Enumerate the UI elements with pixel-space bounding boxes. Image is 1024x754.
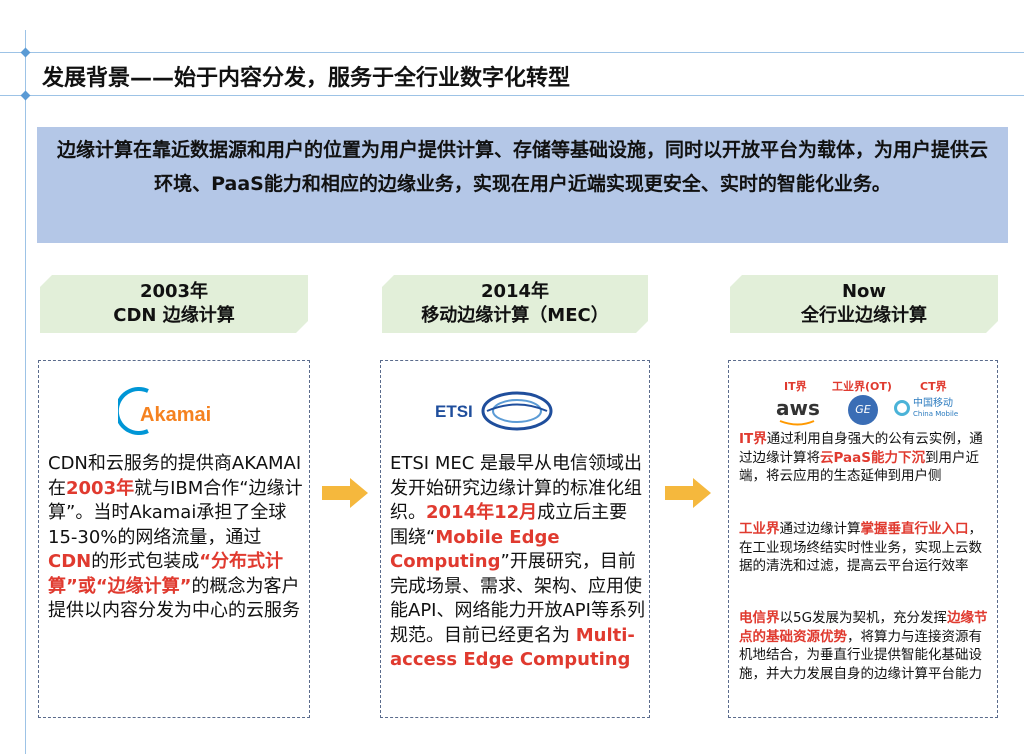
stage-name: 全行业边缘计算 — [801, 305, 927, 326]
label-it: IT界 — [784, 380, 807, 393]
page-title: 发展背景——始于内容分发，服务于全行业数字化转型 — [42, 66, 571, 91]
stage-header-now: Now 全行业边缘计算 — [730, 275, 998, 333]
arrow-right-icon — [665, 478, 711, 508]
content-box-mec — [380, 360, 650, 718]
aws-logo: aws — [776, 396, 820, 420]
label-ot: 工业界(OT) — [832, 380, 892, 393]
guide-bottom-line — [0, 95, 1024, 96]
svg-text:Akamai: Akamai — [140, 404, 211, 426]
stage-header-2003: 2003年 CDN 边缘计算 — [40, 275, 308, 333]
stage-header-2014: 2014年移动边缘计算（MEC） — [382, 275, 648, 333]
ot-description: 工业界通过边缘计算掌握垂直行业入口，在工业现场终结实时性业务，实现上云数据的清洗… — [739, 521, 982, 574]
content-box-now — [728, 360, 998, 718]
svg-text:ETSI: ETSI — [435, 402, 473, 421]
cdn-description: CDN和云服务的提供商AKAMAI在2003年就与IBM合作“边缘计算”。当时A… — [48, 453, 303, 621]
guide-dot — [20, 90, 31, 101]
arrow-right-icon — [322, 478, 368, 508]
aws-smile-icon — [779, 420, 815, 426]
etsi-logo: ETSI — [435, 390, 555, 432]
guide-dot — [20, 47, 31, 58]
china-mobile-icon — [894, 400, 910, 416]
ct-description: 电信界以5G发展为契机，充分发挥边缘节点的基础资源优势，将算力与连接资源有机地结… — [739, 610, 988, 682]
stage-name: CDN 边缘计算 — [113, 305, 235, 326]
content-box-cdn — [38, 360, 310, 718]
guide-vertical-line — [25, 30, 26, 754]
label-ct: CT界 — [920, 380, 947, 393]
guide-top-line — [0, 52, 1024, 53]
ge-logo: GE — [848, 395, 878, 425]
akamai-logo: Akamai — [114, 385, 228, 435]
summary-box: 边缘计算在靠近数据源和用户的位置为用户提供计算、存储等基础设施，同时以开放平台为… — [37, 127, 1008, 243]
stage-year: 2003年 — [139, 281, 209, 302]
stage-year: 2014年 — [480, 281, 550, 302]
it-description: IT界通过利用自身强大的公有云实例，通过边缘计算将云PaaS能力下沉到用户近端，… — [739, 431, 983, 484]
stage-name: 移动边缘计算（MEC） — [421, 305, 609, 326]
stage-year: Now — [841, 281, 887, 302]
mec-description: ETSI MEC 是最早从电信领域出发开始研究边缘计算的标准化组织。2014年1… — [390, 453, 645, 670]
